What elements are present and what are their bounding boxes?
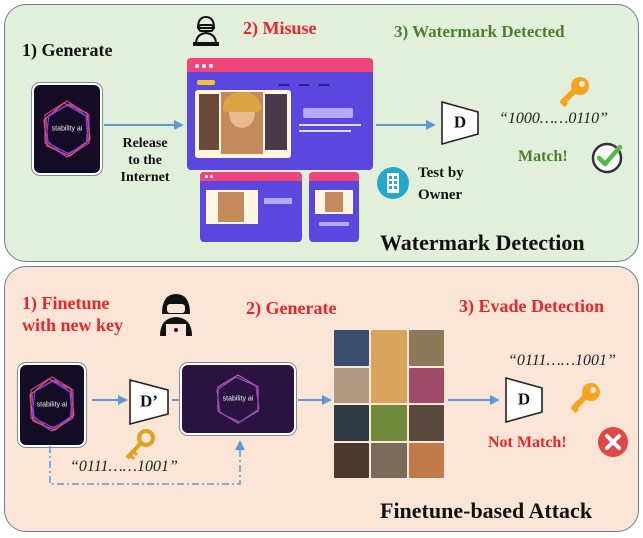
finetune-step-label: 1) Finetune with new key — [22, 293, 124, 335]
finetune-attack-title: Finetune-based Attack — [380, 498, 593, 523]
generated-image — [408, 442, 444, 478]
logo-caption: stability ai — [51, 125, 83, 133]
check-icon — [591, 142, 623, 174]
generate-step-label-bottom: 2) Generate — [246, 298, 337, 318]
arrow-to-decoder — [92, 395, 128, 405]
not-match-label: Not Match! — [488, 434, 567, 451]
key-icon — [570, 383, 600, 414]
evade-detection-step-label: 3) Evade Detection — [459, 296, 604, 316]
key-icon — [125, 429, 155, 461]
arrow-release — [104, 120, 184, 130]
test-by-owner-label: Test by Owner — [418, 165, 464, 203]
generated-image — [408, 367, 444, 403]
generated-image — [371, 330, 407, 403]
finetuned-model-logo: stability ai — [182, 365, 294, 433]
hacker-icon — [160, 294, 192, 336]
detector-d-bottom: D — [504, 376, 544, 424]
generated-image — [371, 405, 407, 441]
arrow-to-detector-bottom — [448, 395, 500, 405]
match-label: Match! — [518, 148, 568, 165]
generated-image — [334, 405, 370, 441]
new-key-bits: “0111……1001” — [70, 458, 178, 475]
generated-image — [408, 405, 444, 441]
generated-image — [371, 442, 407, 478]
generated-image — [334, 330, 370, 366]
generate-step-label: 1) Generate — [22, 40, 113, 60]
stability-ai-logo: stability ai — [20, 365, 84, 445]
detector-d: D — [440, 100, 480, 146]
generated-images-grid — [334, 330, 444, 478]
watermark-detected-step-label: 3) Watermark Detected — [394, 22, 565, 41]
arrow-to-detector — [376, 120, 436, 130]
stability-ai-logo: stability ai — [34, 85, 100, 173]
logo-caption: stability ai — [36, 401, 68, 409]
arrow-to-images — [298, 395, 332, 405]
finetune-loop-arrow — [49, 440, 245, 485]
logo-caption: stability ai — [222, 395, 254, 403]
misuse-step-label: 2) Misuse — [243, 18, 317, 38]
release-label: Release to the Internet — [120, 136, 170, 185]
generated-image — [334, 367, 370, 403]
detect-key-bits: “0111……1001” — [508, 352, 616, 369]
cross-icon — [598, 427, 628, 457]
generated-image — [408, 330, 444, 366]
building-icon — [377, 167, 409, 199]
generated-image — [334, 442, 370, 478]
key-icon — [559, 77, 589, 108]
browser-window-icon — [309, 172, 359, 242]
key-bits: “1000……0110” — [499, 110, 609, 127]
hacker-icon — [193, 15, 219, 46]
browser-window-icon — [200, 172, 302, 242]
browser-window-icon — [187, 58, 373, 170]
watermark-detection-title: Watermark Detection — [380, 230, 585, 255]
decoder-d-prime: D’ — [128, 378, 170, 426]
